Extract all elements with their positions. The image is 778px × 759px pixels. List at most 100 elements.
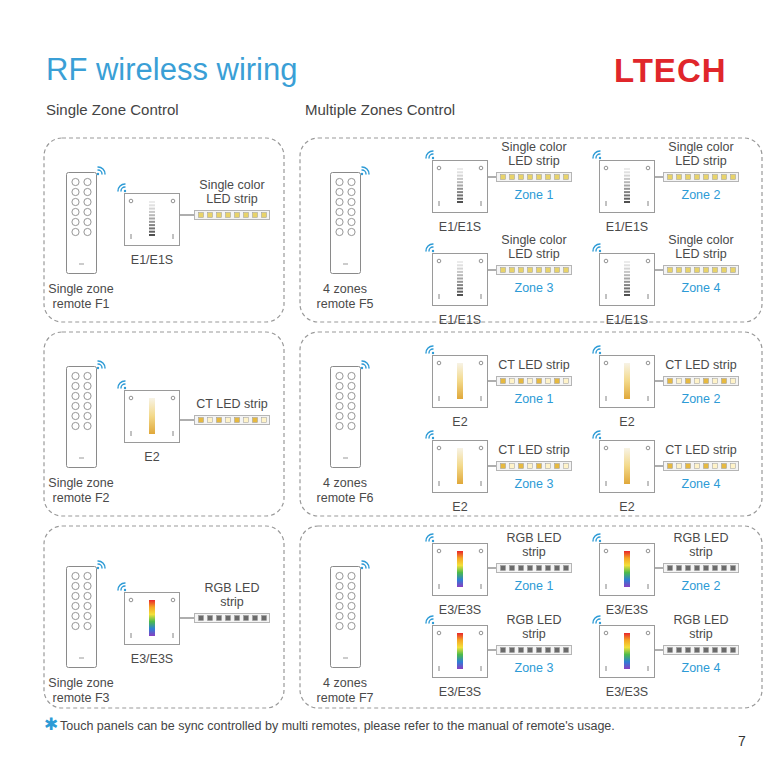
touch-panel-icon: [599, 625, 655, 679]
remote-mark: [343, 264, 348, 265]
panel-key: [481, 481, 482, 486]
slider-segment: [457, 271, 463, 273]
remote-mark: [79, 658, 84, 659]
touch-panel: E2: [432, 355, 488, 430]
strip-led: [528, 648, 533, 653]
slider-segment: [149, 211, 155, 213]
panel-name: E1/E1S: [606, 220, 648, 235]
strip-led: [704, 175, 709, 180]
touch-panel-icon: [432, 543, 488, 597]
group-frame: [300, 526, 762, 708]
remote-button: [336, 412, 343, 419]
slider-segment: [457, 287, 463, 289]
remote-icon: [305, 566, 385, 670]
remote-control: Single zone remote F2: [41, 366, 121, 506]
strip-led: [519, 175, 524, 180]
panel-key: [439, 481, 440, 486]
remote-name: 4 zones remote F7: [305, 676, 385, 706]
strip-led: [722, 648, 727, 653]
remote-control: 4 zones remote F7: [305, 566, 385, 706]
slider-segment: [149, 227, 155, 229]
slider-segment: [457, 294, 463, 296]
panel-key: [604, 446, 608, 450]
touch-panel-body: [433, 544, 488, 596]
touch-panel: E2: [124, 390, 180, 465]
wireless-wave: [426, 431, 433, 438]
wireless-dot: [97, 367, 99, 369]
panel-name: E3/E3S: [131, 652, 173, 667]
strip-led: [537, 648, 542, 653]
led-strip-group: RGB LED stripZone 4: [663, 613, 739, 676]
panel-key: [606, 666, 607, 671]
group-frame: [300, 332, 762, 516]
panel-key: [131, 234, 132, 239]
touch-panel-body: [600, 254, 655, 306]
remote-button: [84, 582, 91, 589]
panel-key: [604, 166, 608, 170]
panel-name: E1/E1S: [439, 220, 481, 235]
slider-segment: [624, 194, 630, 196]
remote-button: [336, 582, 343, 589]
wireless-dot: [361, 173, 363, 175]
strip-led: [262, 418, 267, 423]
slider-segment: [457, 278, 463, 280]
panel-key: [439, 294, 440, 299]
slider-segment: [624, 287, 630, 289]
wire: [488, 649, 496, 651]
wire: [488, 567, 496, 569]
led-strip: [496, 461, 572, 471]
strip-led: [546, 379, 551, 384]
strip-led: [713, 566, 718, 571]
strip-led: [555, 648, 560, 653]
wireless-wave: [362, 561, 369, 568]
wireless-dot: [432, 157, 434, 159]
slider-segment: [149, 234, 155, 236]
strip-led: [519, 566, 524, 571]
wire: [488, 176, 496, 178]
remote-icon: [305, 172, 385, 276]
led-strip: [663, 645, 739, 655]
remote-button: [84, 602, 91, 609]
panel-key: [437, 166, 441, 170]
led-strip-group: CT LED stripZone 4: [663, 443, 739, 492]
page-number: 7: [738, 733, 746, 749]
slider-bar: [457, 448, 463, 484]
strip-body: [497, 646, 572, 655]
led-strip: [194, 415, 270, 425]
panel-key: [171, 199, 175, 203]
strip-led: [199, 616, 204, 621]
strip-led: [668, 464, 673, 469]
touch-panel: E2: [599, 355, 655, 430]
strip-name: RGB LED strip: [496, 531, 572, 561]
strip-name: Single color LED strip: [194, 178, 270, 208]
wire: [655, 567, 663, 569]
remote-mark: [79, 458, 84, 459]
wireless-wave: [593, 244, 600, 251]
led-strip: [194, 210, 270, 220]
zone-name: Zone 4: [682, 477, 721, 492]
strip-led: [564, 566, 569, 571]
strip-led: [704, 379, 709, 384]
wire: [488, 269, 496, 271]
slider-segment: [149, 208, 155, 210]
touch-panel-icon: [599, 355, 655, 409]
strip-led: [501, 379, 506, 384]
panel-key: [646, 166, 650, 170]
strip-led: [686, 379, 691, 384]
panel-key: [437, 549, 441, 553]
strip-led: [519, 648, 524, 653]
slider-segment: [624, 181, 630, 183]
remote-button: [348, 402, 355, 409]
remote-button: [72, 602, 79, 609]
zone-name: Zone 3: [515, 477, 554, 492]
strip-led: [668, 175, 673, 180]
zone-name: Zone 4: [682, 281, 721, 296]
remote-button: [84, 412, 91, 419]
wireless-dot: [432, 540, 434, 542]
strip-led: [537, 268, 542, 273]
led-strip: [496, 376, 572, 386]
slider-segment: [149, 221, 155, 223]
strip-name: CT LED strip: [498, 443, 569, 458]
led-strip-group: Single color LED stripZone 1: [496, 140, 572, 203]
led-strip-group: CT LED stripZone 3: [496, 443, 572, 492]
